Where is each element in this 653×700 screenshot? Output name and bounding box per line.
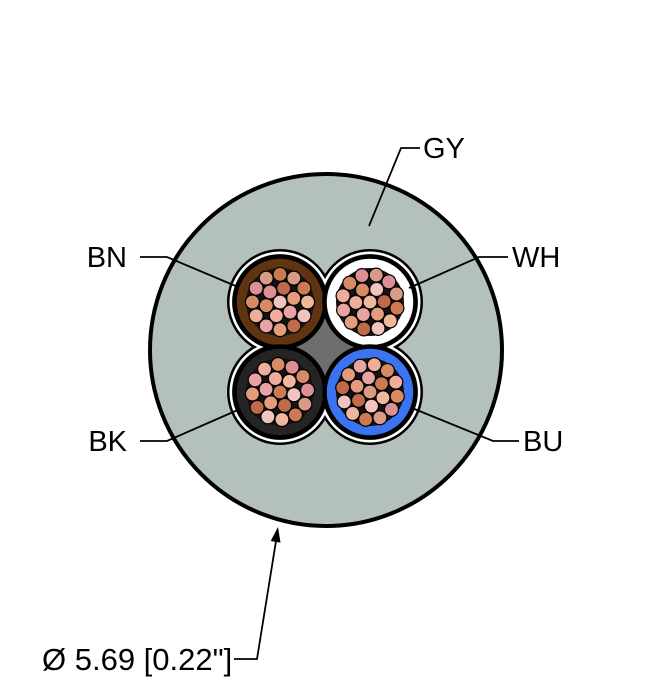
copper-strand	[262, 284, 278, 300]
copper-strand	[389, 300, 405, 316]
copper-strand	[389, 388, 405, 404]
copper-strand	[358, 411, 374, 427]
copper-strand	[296, 308, 312, 324]
copper-strand	[297, 396, 313, 412]
copper-strand	[382, 313, 398, 329]
cable-figure	[148, 172, 504, 528]
copper-strand	[284, 359, 300, 375]
copper-strand	[287, 407, 304, 423]
copper-strand	[286, 270, 302, 286]
dimension-label: Ø 5.69 [0.22"]	[42, 642, 232, 677]
leader-line-dimension	[234, 540, 277, 660]
leader-line-bu	[411, 407, 519, 442]
copper-strand	[354, 282, 371, 298]
copper-strand	[248, 280, 264, 296]
copper-strand	[300, 294, 316, 310]
copper-strand	[370, 320, 386, 336]
copper-strand	[356, 321, 372, 337]
copper-strand	[258, 318, 274, 334]
conductor-bn	[232, 254, 328, 350]
copper-strand	[366, 357, 382, 373]
conductor-bk	[232, 344, 328, 440]
copper-strand	[263, 395, 279, 411]
leader-line-bn	[140, 256, 239, 288]
copper-strand	[249, 399, 265, 416]
copper-strand	[388, 286, 404, 302]
copper-strand	[383, 401, 400, 417]
copper-strand	[369, 306, 386, 322]
copper-strand	[282, 304, 298, 320]
dimension-arrowhead-icon	[270, 527, 281, 543]
copper-strand	[286, 387, 302, 403]
copper-strand	[335, 380, 351, 396]
copper-strand	[270, 356, 286, 373]
copper-strand	[350, 392, 367, 408]
leader-lines	[140, 147, 519, 660]
copper-strand	[295, 368, 311, 385]
copper-strand	[272, 294, 288, 310]
conductor-wh	[322, 254, 418, 350]
copper-strand	[373, 376, 390, 392]
copper-strand	[360, 370, 377, 386]
copper-strand	[340, 367, 357, 383]
copper-strand	[348, 294, 364, 311]
copper-strand	[336, 302, 352, 318]
leader-line-gy	[368, 147, 420, 227]
label-jacket-gy: GY	[423, 133, 465, 165]
copper-strand	[362, 294, 378, 310]
copper-strand	[286, 290, 302, 306]
copper-strand	[345, 405, 361, 422]
copper-strand	[336, 394, 352, 410]
copper-strand	[376, 293, 392, 310]
label-conductor-bn: BN	[87, 242, 127, 274]
copper-strand	[244, 386, 261, 402]
copper-strand	[258, 381, 274, 397]
leader-line-wh	[408, 256, 508, 289]
copper-strand	[258, 270, 274, 286]
copper-strand	[355, 306, 371, 323]
copper-strand	[276, 280, 292, 296]
copper-strand	[381, 274, 397, 290]
copper-strand	[274, 411, 290, 428]
copper-strand	[256, 361, 273, 377]
copper-strand	[296, 280, 312, 296]
label-conductor-wh: WH	[512, 242, 560, 274]
copper-strand	[343, 314, 359, 330]
copper-strand	[258, 298, 274, 314]
copper-strand	[281, 373, 297, 389]
copper-strand	[372, 410, 388, 426]
copper-strand	[379, 362, 395, 379]
copper-strand	[247, 372, 263, 388]
copper-strand	[248, 308, 264, 324]
copper-strand	[369, 281, 385, 298]
copper-strand	[368, 267, 384, 283]
copper-strand	[244, 294, 260, 310]
copper-strand	[342, 275, 358, 291]
copper-strand	[354, 268, 370, 284]
copper-strand	[299, 382, 316, 398]
conductor-bu	[322, 344, 418, 440]
copper-strand	[352, 358, 368, 374]
leader-line-bk	[140, 408, 241, 442]
copper-strand	[268, 308, 284, 324]
copper-strand	[260, 409, 276, 425]
copper-strand	[335, 288, 351, 304]
copper-strand	[272, 266, 288, 282]
copper-strand	[286, 318, 302, 334]
label-conductor-bu: BU	[523, 426, 563, 458]
copper-strand	[363, 398, 380, 414]
label-conductor-bk: BK	[88, 426, 127, 458]
copper-strand	[272, 322, 288, 338]
